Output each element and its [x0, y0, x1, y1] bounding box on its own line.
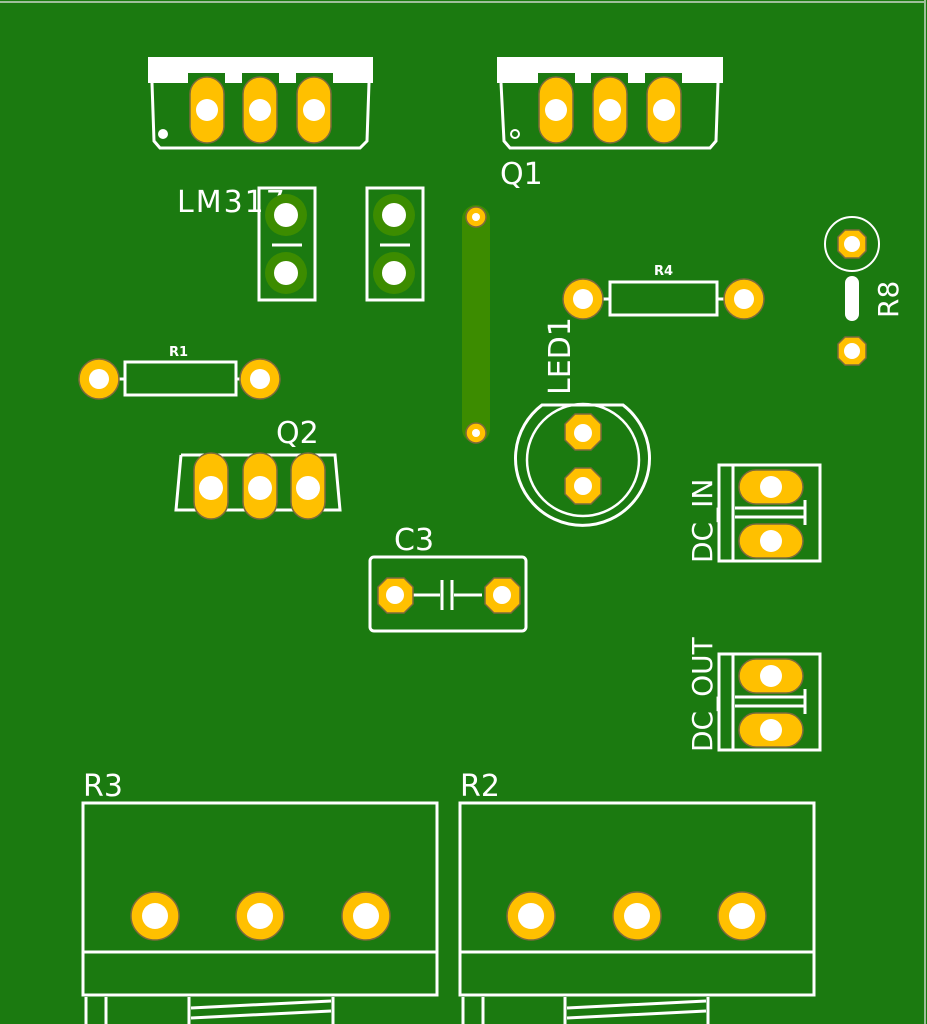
- r2-body: [458, 801, 816, 997]
- r8-lead: [845, 276, 859, 321]
- r3-label: R3: [83, 769, 123, 804]
- led1-outline: [514, 403, 651, 527]
- c3-footprint[interactable]: [368, 555, 528, 633]
- r8-footprint[interactable]: [824, 216, 880, 366]
- lm317-outline: [150, 82, 371, 150]
- q2-footprint[interactable]: [174, 452, 342, 520]
- r1-label: R1: [169, 345, 188, 360]
- led1-label: LED1: [543, 317, 578, 395]
- r3-trimmer[interactable]: [81, 801, 439, 1024]
- q1-outline: [499, 82, 720, 150]
- r4-label: R4: [654, 264, 673, 279]
- r4-body: [608, 280, 719, 317]
- dc-in-outline: [717, 463, 822, 563]
- dc-out-label: DC_OUT: [686, 636, 719, 752]
- c3-outline: [368, 555, 528, 633]
- r1-footprint[interactable]: [78, 358, 281, 400]
- q1-pin1-marker: [510, 129, 520, 139]
- jumper-1[interactable]: [257, 186, 317, 302]
- jumper-1-outline: [257, 186, 317, 302]
- dc-out-terminal[interactable]: [717, 652, 822, 752]
- q1-label: Q1: [500, 157, 543, 192]
- r2-label: R2: [460, 769, 500, 804]
- led1-inner-ring: [525, 402, 641, 518]
- dc-out-outline: [717, 652, 822, 752]
- r8-body-circle: [824, 216, 880, 272]
- lm317-pin1-marker: [158, 129, 168, 139]
- copper-trace[interactable]: [462, 205, 490, 444]
- led1-footprint[interactable]: [514, 402, 651, 527]
- r1-body: [123, 360, 238, 397]
- q2-label: Q2: [276, 416, 319, 451]
- r8-label: R8: [872, 281, 905, 318]
- r4-footprint[interactable]: [562, 278, 765, 320]
- dc-in-label: DC_IN: [686, 479, 719, 563]
- c3-label: C3: [394, 523, 434, 558]
- dc-in-terminal[interactable]: [717, 463, 822, 563]
- r2-trimmer[interactable]: [458, 801, 816, 1024]
- jumper-2[interactable]: [365, 186, 425, 302]
- jumper-2-outline: [365, 186, 425, 302]
- trace-segment: [462, 205, 490, 443]
- q2-outline: [174, 453, 342, 512]
- r3-body: [81, 801, 439, 997]
- lm317-footprint[interactable]: [148, 57, 373, 150]
- q1-footprint[interactable]: [497, 57, 723, 150]
